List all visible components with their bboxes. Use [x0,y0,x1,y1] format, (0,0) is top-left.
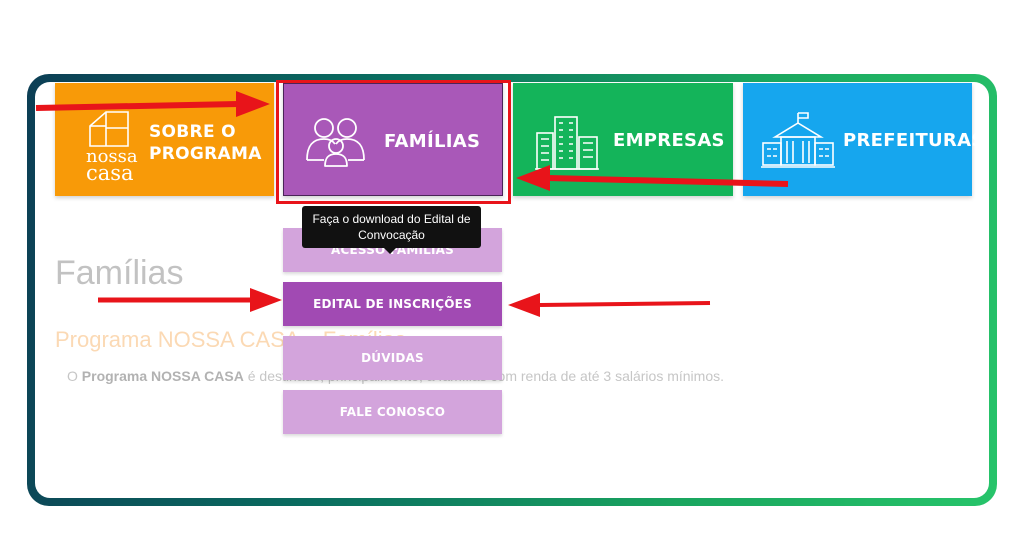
buildings-icon [535,116,599,170]
tile-familias-label: FAMÍLIAS [384,131,481,152]
tile-sobre-label: SOBRE O PROGRAMA [149,122,262,164]
menu-item-duvidas[interactable]: DÚVIDAS [283,336,502,380]
nossa-casa-logo-icon [89,111,129,147]
city-hall-icon [761,112,835,168]
tooltip: Faça o download do Edital de Convocação [302,206,481,254]
nossa-casa-logo-text: nossa casa [86,146,138,185]
tile-empresas-label: EMPRESAS [613,130,725,151]
selected-tile-highlight [276,80,511,204]
family-icon [306,118,365,167]
tile-empresas[interactable]: EMPRESAS [513,83,733,196]
menu-item-fale-conosco[interactable]: FALE CONOSCO [283,390,502,434]
tile-prefeituras-label: PREFEITURAS [843,130,985,151]
menu-item-edital-de-inscricoes[interactable]: EDITAL DE INSCRIÇÕES [283,282,502,326]
tile-familias[interactable]: FAMÍLIAS [283,83,503,196]
tile-prefeituras[interactable]: PREFEITURAS [743,83,984,196]
page-title: Famílias [55,254,184,292]
